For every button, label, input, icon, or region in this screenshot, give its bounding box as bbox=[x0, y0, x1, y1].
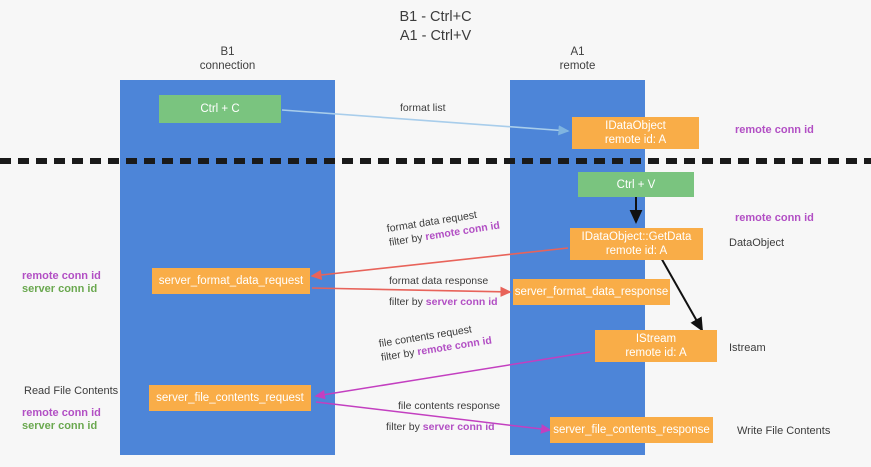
edge-label-file-contents-response-line1: file contents response bbox=[398, 400, 501, 412]
dashed-divider bbox=[0, 158, 871, 164]
node-server-file-contents-response[interactable]: server_file_contents_response bbox=[550, 417, 713, 443]
node-server-format-data-response-label: server_format_data_response bbox=[514, 286, 669, 298]
lane-subtitle-b1: connection bbox=[199, 60, 256, 72]
annotation-left-bottom-remote-conn-id-text: remote conn id bbox=[22, 407, 101, 419]
annotation-left-remote-conn-id-text: remote conn id bbox=[22, 270, 101, 282]
node-server-format-data-request[interactable]: server_format_data_request bbox=[152, 268, 310, 294]
title-line-2: A1 - Ctrl+V bbox=[399, 28, 472, 44]
node-ctrl-v-label: Ctrl + V bbox=[616, 178, 656, 191]
node-idataobject-top-line2: remote id: A bbox=[604, 134, 667, 146]
annotation-left-bottom-server-conn-id-text: server conn id bbox=[22, 420, 98, 432]
node-server-file-contents-request-label: server_file_contents_request bbox=[156, 392, 304, 404]
edge-label-format-data-response-line1: format data response bbox=[389, 275, 489, 287]
edge-label-file-contents-response-line2: filter by server conn id bbox=[386, 420, 500, 434]
edge-label-format-data-response-line2: filter by server conn id bbox=[389, 295, 498, 309]
annotation-read-file-contents: Read File Contents bbox=[24, 384, 118, 398]
lane-header-b1: B1 connection bbox=[120, 45, 335, 73]
annotation-remote-conn-id-top: remote conn id bbox=[735, 123, 814, 137]
node-istream-line2: remote id: A bbox=[625, 347, 687, 359]
node-istream[interactable]: IStream remote id: A bbox=[595, 330, 717, 362]
annotation-left-bottom-remote-conn-id: remote conn id bbox=[22, 406, 101, 420]
arrow-getdata-to-istream bbox=[659, 255, 703, 332]
node-ctrl-c[interactable]: Ctrl + C bbox=[159, 95, 281, 123]
annotation-write-file-contents-text: Write File Contents bbox=[737, 425, 831, 437]
node-server-file-contents-response-label: server_file_contents_response bbox=[553, 424, 710, 436]
node-getdata-line2: remote id: A bbox=[605, 245, 668, 257]
node-server-file-contents-request[interactable]: server_file_contents_request bbox=[149, 385, 311, 411]
arrow-format-list bbox=[281, 109, 570, 136]
arrow-format-data-response bbox=[311, 286, 512, 297]
node-idataobject-top[interactable]: IDataObject remote id: A bbox=[572, 117, 699, 149]
annotation-istream-text: Istream bbox=[729, 342, 766, 354]
diagram-title: B1 - Ctrl+C A1 - Ctrl+V bbox=[0, 8, 871, 46]
annotation-left-bottom-server-conn-id: server conn id bbox=[22, 419, 97, 433]
arrow-file-contents-response bbox=[315, 401, 552, 434]
node-getdata-line1: IDataObject::GetData bbox=[581, 231, 692, 243]
lane-title-a1: A1 bbox=[570, 46, 585, 58]
annotation-left-server-conn-id-text: server conn id bbox=[22, 283, 98, 295]
node-idataobject-top-line1: IDataObject bbox=[605, 120, 666, 132]
lane-title-b1: B1 bbox=[220, 46, 235, 58]
lane-header-a1: A1 remote bbox=[510, 45, 645, 73]
edge-label-format-list: format list bbox=[400, 101, 446, 115]
annotation-remote-conn-id-top-text: remote conn id bbox=[735, 124, 814, 136]
annotation-write-file-contents: Write File Contents bbox=[737, 424, 830, 438]
arrow-format-data-request bbox=[310, 247, 569, 281]
annotation-istream: Istream bbox=[729, 341, 766, 355]
edge-label-format-data-response-prefix: filter by bbox=[389, 296, 426, 308]
annotation-remote-conn-id-mid: remote conn id bbox=[735, 211, 814, 225]
node-server-format-data-response[interactable]: server_format_data_response bbox=[513, 279, 670, 305]
node-istream-line1: IStream bbox=[635, 333, 677, 345]
annotation-left-remote-conn-id: remote conn id bbox=[22, 269, 101, 283]
node-ctrl-c-label: Ctrl + C bbox=[200, 103, 240, 115]
node-ctrl-v[interactable]: Ctrl + V bbox=[578, 172, 694, 197]
annotation-left-server-conn-id: server conn id bbox=[22, 282, 97, 296]
edge-label-file-contents-response: file contents response filter by server … bbox=[386, 399, 501, 434]
annotation-dataobject-text: DataObject bbox=[729, 237, 785, 249]
annotation-read-file-contents-text: Read File Contents bbox=[24, 385, 119, 397]
lane-subtitle-a1: remote bbox=[559, 60, 596, 72]
edge-label-format-data-response: format data response filter by server co… bbox=[389, 274, 498, 309]
arrow-file-contents-request bbox=[314, 351, 591, 400]
edge-label-file-contents-response-prefix: filter by bbox=[386, 421, 423, 433]
edge-label-format-list-text: format list bbox=[400, 102, 446, 114]
annotation-dataobject: DataObject bbox=[729, 236, 784, 250]
node-getdata[interactable]: IDataObject::GetData remote id: A bbox=[570, 228, 703, 260]
annotation-remote-conn-id-mid-text: remote conn id bbox=[735, 212, 814, 224]
edge-label-format-data-response-highlight: server conn id bbox=[425, 296, 498, 308]
node-server-format-data-request-label: server_format_data_request bbox=[158, 275, 304, 287]
edge-label-file-contents-response-highlight: server conn id bbox=[422, 421, 495, 433]
title-line-1: B1 - Ctrl+C bbox=[399, 9, 472, 25]
